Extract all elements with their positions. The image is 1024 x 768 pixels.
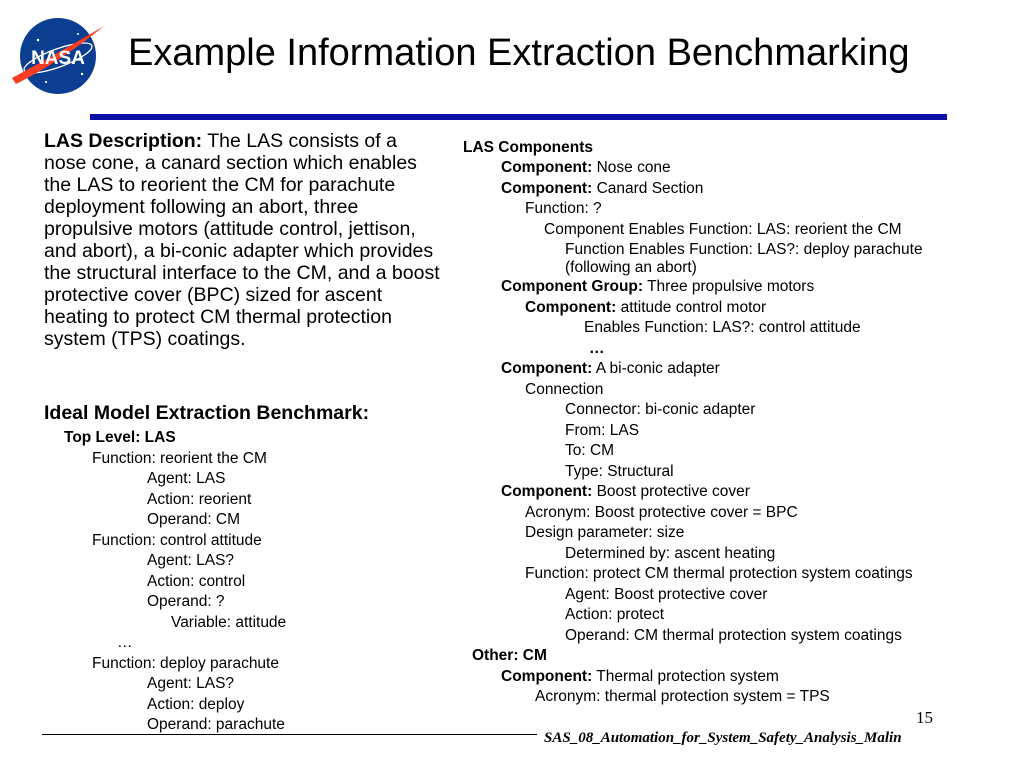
nasa-logo: NASA	[8, 12, 108, 96]
footer-text: SAS_08_Automation_for_System_Safety_Anal…	[544, 730, 902, 746]
outline-line: Function: control attitude	[92, 532, 262, 549]
outline-line: Function: deploy parachute	[92, 655, 279, 672]
component-line: Component Group: Three propulsive motors	[501, 278, 815, 295]
outline-line: Action: control	[147, 573, 246, 590]
component-line: Design parameter: size	[525, 524, 685, 541]
description-label: LAS Description:	[44, 130, 203, 152]
footer-divider	[42, 734, 537, 735]
outline-line: Variable: attitude	[171, 614, 287, 631]
outline-line: Action: reorient	[147, 491, 252, 508]
component-line: …	[589, 340, 605, 357]
component-line: Component: Thermal protection system	[501, 668, 779, 685]
component-line: Function: ?	[525, 200, 602, 217]
outline-line: Action: deploy	[147, 696, 245, 713]
component-line: To: CM	[565, 442, 615, 459]
component-line: Component Enables Function: LAS: reorien…	[544, 221, 902, 238]
outline-line: Top Level: LAS	[64, 429, 176, 446]
page-title: Example Information Extraction Benchmark…	[128, 32, 910, 74]
component-line: Connection	[525, 381, 604, 398]
component-line: From: LAS	[565, 422, 640, 439]
component-line: Action: protect	[565, 606, 665, 623]
component-line: Function: protect CM thermal protection …	[525, 565, 913, 582]
component-line: Component: attitude control motor	[525, 299, 767, 316]
component-line: Component: Boost protective cover	[501, 483, 750, 500]
benchmark-heading: Ideal Model Extraction Benchmark:	[44, 402, 370, 424]
logo-text: NASA	[31, 48, 85, 69]
outline-line: …	[117, 634, 133, 651]
component-line: Component: A bi-conic adapter	[501, 360, 720, 377]
component-line: Type: Structural	[565, 463, 674, 480]
component-line: Component: Nose cone	[501, 159, 671, 176]
component-line: Operand: CM thermal protection system co…	[565, 627, 902, 644]
outline-line: Operand: CM	[147, 511, 241, 528]
outline-line: Agent: LAS?	[147, 675, 235, 692]
outline-line: Function: reorient the CM	[92, 450, 267, 467]
component-line: Determined by: ascent heating	[565, 545, 776, 562]
outline-line: Agent: LAS	[147, 470, 226, 487]
outline-line: Agent: LAS?	[147, 552, 235, 569]
title-divider	[90, 114, 947, 120]
component-line: LAS Components	[463, 139, 594, 156]
outline-line: Operand: parachute	[147, 716, 285, 733]
component-line: Agent: Boost protective cover	[565, 586, 768, 603]
las-description: LAS Description: The LAS consists of a n…	[44, 130, 444, 350]
component-line: Component: Canard Section	[501, 180, 704, 197]
component-line: Connector: bi-conic adapter	[565, 401, 756, 418]
page-number: 15	[916, 708, 933, 727]
description-paragraph: LAS Description: The LAS consists of a n…	[44, 130, 444, 350]
component-line: (following an abort)	[565, 259, 697, 276]
component-line: Enables Function: LAS?: control attitude	[584, 319, 861, 336]
component-line: Other: CM	[472, 647, 547, 664]
component-line: Acronym: thermal protection system = TPS	[535, 688, 830, 705]
component-line: Function Enables Function: LAS?: deploy …	[565, 241, 923, 258]
description-text: The LAS consists of a nose cone, a canar…	[44, 130, 440, 350]
component-line: Acronym: Boost protective cover = BPC	[525, 504, 798, 521]
outline-line: Operand: ?	[147, 593, 225, 610]
